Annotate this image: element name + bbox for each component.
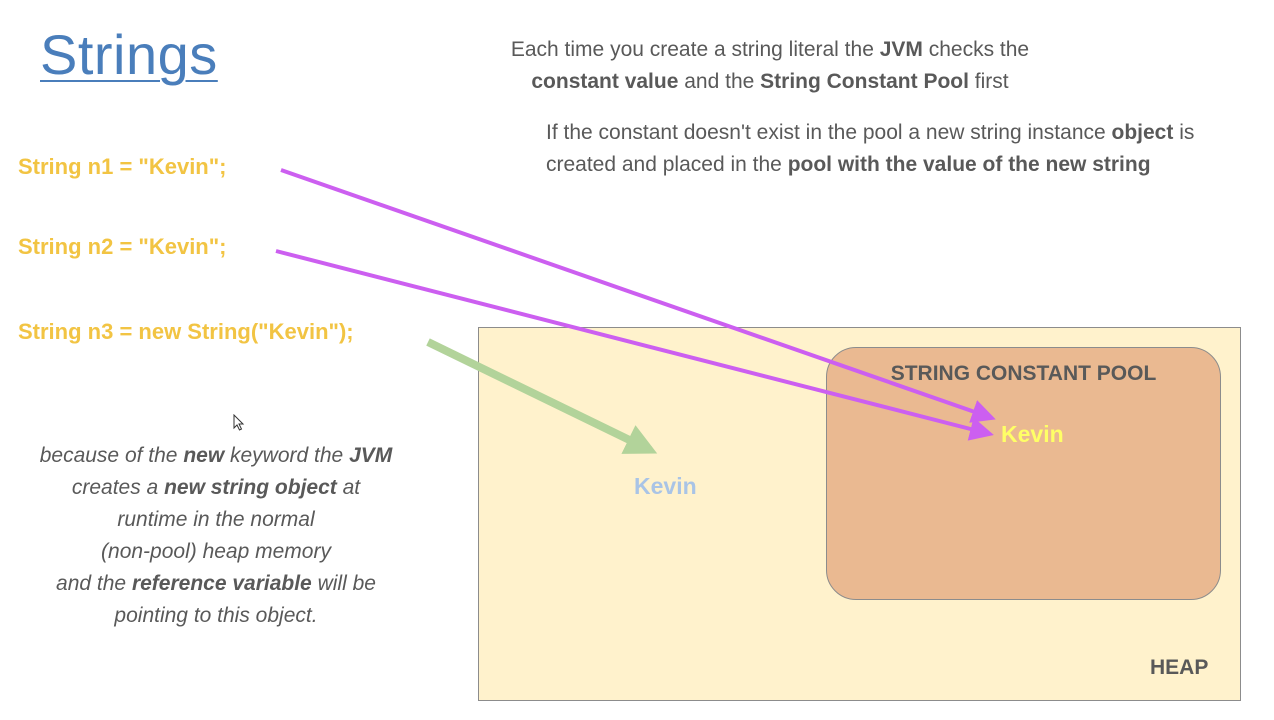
intro-text: Each time you create a string literal th… [440, 34, 1100, 98]
new-keyword-note: because of the new keyword the JVM creat… [39, 444, 393, 627]
intro-line1: Each time you create a string literal th… [510, 38, 1030, 61]
page-title: Strings [40, 23, 218, 86]
n2-pool-arrow [275, 249, 994, 441]
code-line-n2: String n2 = "Kevin"; [18, 234, 227, 259]
string-constant-pool-box [826, 347, 1221, 600]
code-line-n3: String n3 = new String("Kevin"); [18, 319, 354, 344]
heap-string-object: Kevin [634, 473, 697, 499]
n1-pool-arrow [280, 168, 996, 423]
pool-label: STRING CONSTANT POOL [890, 362, 1157, 385]
mouse-cursor-icon [233, 414, 245, 431]
heap-label: HEAP [1150, 656, 1209, 679]
intro-line2: constant value and the String Constant P… [531, 70, 1009, 93]
n3-heap-arrow [426, 338, 658, 454]
code-line-n1: String n1 = "Kevin"; [18, 154, 227, 179]
pool-note-text: If the constant doesn't exist in the poo… [546, 121, 1195, 176]
pool-string-value: Kevin [1001, 421, 1064, 447]
